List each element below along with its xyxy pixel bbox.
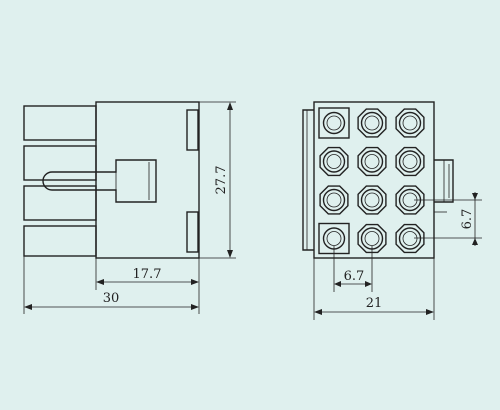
terminal-block — [23, 145, 97, 181]
pin-cavity — [357, 146, 387, 177]
terminal-block — [23, 225, 97, 257]
height-label: 27.7 — [214, 166, 229, 195]
pin-cavity — [395, 223, 425, 254]
terminal-block — [23, 185, 97, 221]
body-depth-dimension: 17.7 — [95, 258, 200, 290]
horizontal-pitch-label: 6.7 — [344, 269, 365, 284]
pin-cavity — [318, 107, 350, 139]
pin-cavity — [395, 108, 425, 138]
vertical-pitch-dimension: 6.7 — [414, 192, 482, 246]
polarization-key — [186, 211, 199, 253]
latch — [42, 159, 157, 203]
left-flange — [302, 109, 314, 251]
vertical-pitch-label: 6.7 — [460, 209, 475, 230]
width-dimension: 21 — [313, 258, 435, 320]
pin-cavity-grid — [318, 107, 425, 255]
horizontal-pitch-dimension: 6.7 — [333, 246, 373, 292]
pin-cavity — [319, 146, 349, 177]
pin-cavity — [395, 146, 425, 177]
width-label: 21 — [366, 296, 383, 311]
pin-cavity — [319, 185, 349, 215]
front-view-body — [313, 101, 435, 259]
height-dimension: 27.7 — [199, 101, 236, 259]
total-depth-label: 30 — [103, 291, 120, 306]
total-depth-dimension: 30 — [23, 256, 200, 314]
side-view: 27.7 17.7 30 — [23, 101, 236, 314]
front-view: 6.7 21 6.7 — [302, 101, 482, 320]
pin-cavity — [357, 185, 387, 215]
body-depth-label: 17.7 — [133, 267, 162, 282]
right-latch-tab — [434, 159, 454, 203]
side-view-body — [95, 101, 200, 259]
terminal-block — [23, 105, 97, 141]
pin-cavity — [357, 108, 387, 138]
polarization-key — [186, 109, 199, 151]
